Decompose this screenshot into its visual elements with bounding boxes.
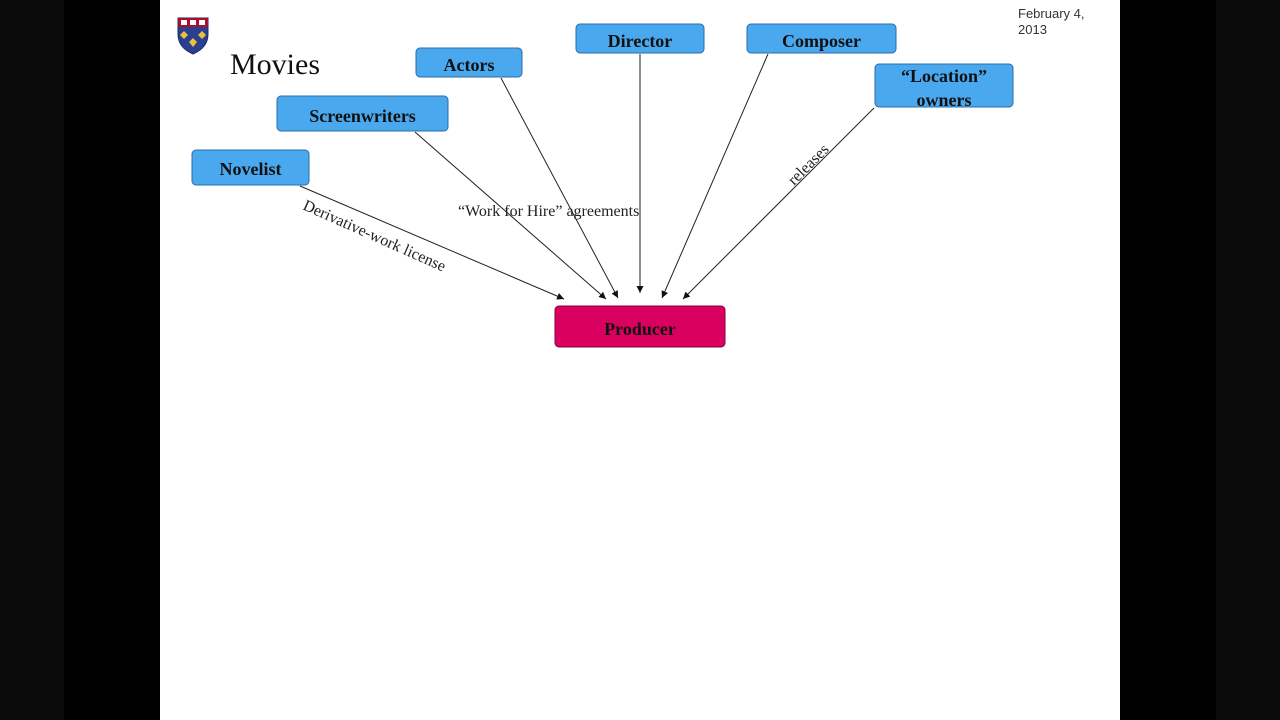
node-director: Director	[575, 23, 705, 54]
node-actors-box	[415, 47, 523, 78]
node-location-owners: “Location” owners	[874, 63, 1014, 110]
node-location-owners-box	[874, 63, 1014, 108]
left-letterbox	[0, 0, 64, 720]
node-director-label: Director	[608, 31, 673, 51]
right-letterbox	[1216, 0, 1280, 720]
node-producer: Producer	[554, 305, 726, 348]
edge-label-releases: releases	[785, 141, 833, 189]
slide-date: February 4, 2013	[1018, 6, 1085, 37]
edge-label-derivative: Derivative-work license	[300, 197, 448, 275]
node-producer-box	[554, 305, 726, 348]
node-producer-label: Producer	[604, 319, 676, 339]
node-composer: Composer	[746, 23, 897, 54]
node-screenwriters-label: Screenwriters	[309, 106, 416, 126]
edge-label-work-for-hire: “Work for Hire” agreements	[458, 203, 639, 220]
edge-screenwriters-producer	[414, 131, 607, 300]
edge-novelist-producer	[299, 185, 565, 300]
node-novelist-box	[191, 149, 310, 186]
node-screenwriters-box	[276, 95, 449, 132]
node-director-box	[575, 23, 705, 54]
rights-diagram: Derivative-work license “Work for Hire” …	[191, 23, 1014, 348]
node-location-owners-label-line1: “Location”	[901, 66, 987, 86]
edge-location-owners-producer	[682, 107, 875, 300]
node-actors: Actors	[415, 47, 523, 78]
node-novelist-label: Novelist	[220, 159, 282, 179]
shield-icon	[177, 17, 209, 55]
node-actors-label: Actors	[444, 55, 495, 75]
node-screenwriters: Screenwriters	[276, 95, 449, 132]
edge-composer-producer	[661, 53, 769, 299]
node-composer-box	[746, 23, 897, 54]
node-novelist: Novelist	[191, 149, 310, 186]
edge-actors-producer	[500, 77, 619, 299]
node-composer-label: Composer	[782, 31, 861, 51]
node-location-owners-label-line2: owners	[917, 90, 972, 110]
slide: February 4, 2013 Movies Deriv	[160, 0, 1120, 720]
slide-title: Movies	[230, 48, 320, 81]
